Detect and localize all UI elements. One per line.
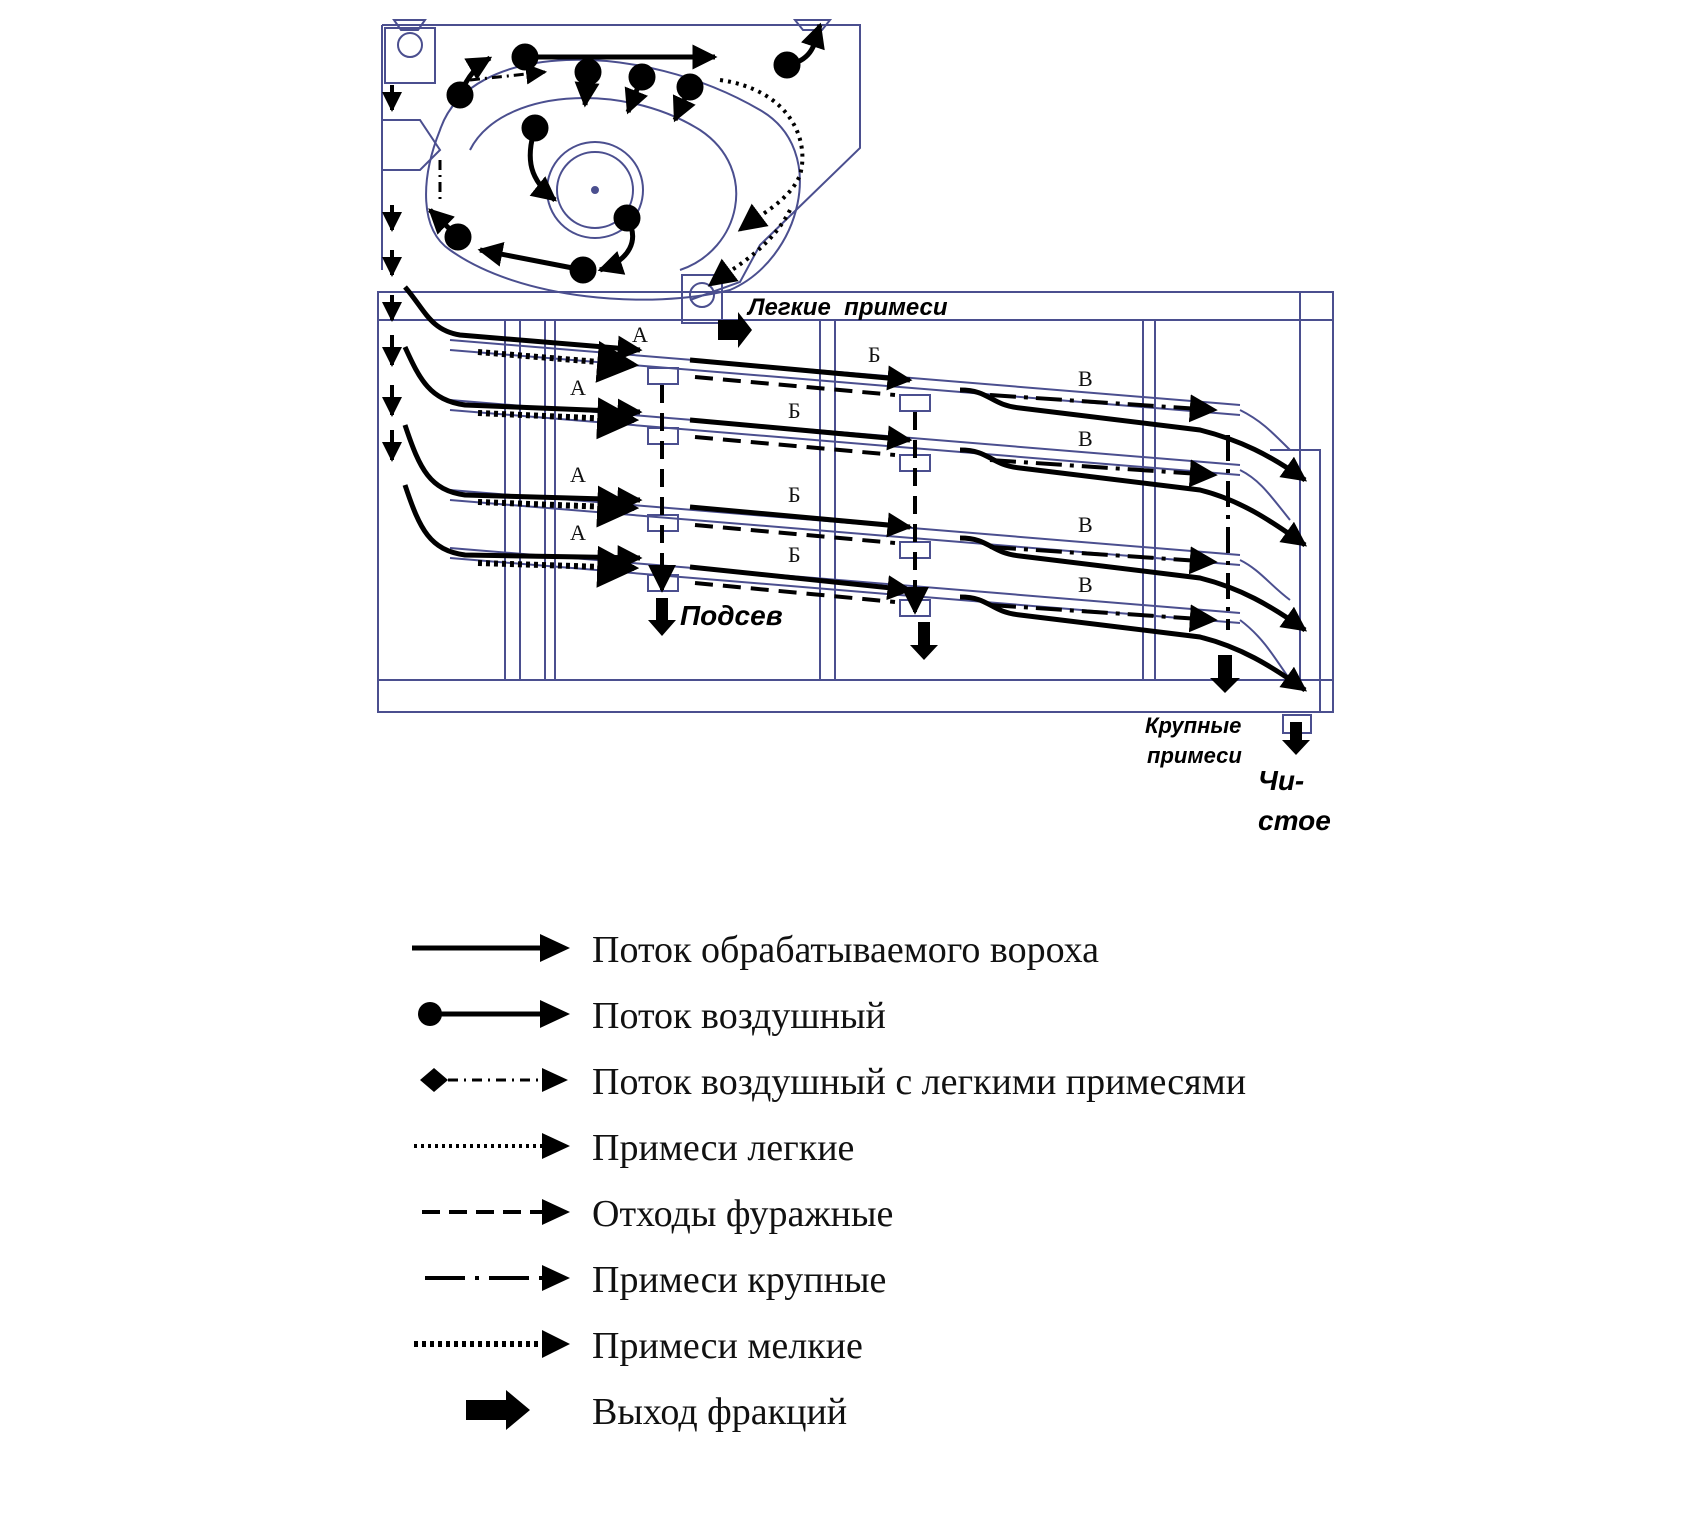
feed-waste-outlet-arrow — [910, 622, 938, 660]
section-a: А — [570, 462, 586, 487]
output-arrows — [648, 312, 1310, 755]
section-a: А — [632, 322, 648, 347]
air-flow-arrows — [428, 22, 825, 284]
legend-label: Отходы фуражные — [592, 1193, 893, 1235]
legend-label: Поток обрабатываемого вороха — [592, 929, 1099, 971]
legend-item-light: Примеси легкие — [414, 1127, 854, 1169]
legend-item-small: Примеси мелкие — [414, 1325, 863, 1367]
legend: Поток обрабатываемого вороха Поток возду… — [412, 929, 1246, 1433]
legend-label: Примеси мелкие — [592, 1325, 863, 1367]
clean-label-line2: стое — [1258, 805, 1331, 836]
section-b: Б — [788, 542, 801, 567]
flow-lines — [382, 22, 1308, 693]
legend-label: Примеси крупные — [592, 1259, 886, 1301]
section-v: В — [1078, 426, 1093, 451]
section-v: В — [1078, 572, 1093, 597]
output-labels: Легкие примеси Подсев Крупные примеси Чи… — [680, 294, 1331, 836]
large-impurities-label-line1: Крупные — [1145, 713, 1241, 738]
section-a: А — [570, 520, 586, 545]
legend-item-air-light: Поток воздушный с легкими примесями — [420, 1061, 1246, 1103]
legend-item-output: Выход фракций — [466, 1390, 847, 1433]
legend-item-large: Примеси крупные — [425, 1259, 886, 1301]
feed-waste-flows — [648, 375, 929, 615]
large-impurities-outlet-arrow — [1210, 655, 1240, 693]
undersow-outlet-arrow — [648, 598, 676, 636]
light-impurities-label: Легкие примеси — [746, 294, 948, 321]
section-v: В — [1078, 366, 1093, 391]
legend-label: Выход фракций — [592, 1391, 847, 1433]
clean-outlet-arrow — [1282, 722, 1310, 755]
legend-item-air: Поток воздушный — [418, 995, 886, 1037]
section-b: Б — [788, 398, 801, 423]
legend-label: Примеси легкие — [592, 1127, 854, 1169]
section-b: Б — [868, 342, 881, 367]
legend-item-feed: Отходы фуражные — [422, 1193, 893, 1235]
section-b: Б — [788, 482, 801, 507]
product-flows — [402, 285, 1308, 693]
clean-label-line1: Чи- — [1258, 765, 1304, 796]
legend-label: Поток воздушный с легкими примесями — [592, 1061, 1246, 1103]
large-impurities-flows — [989, 393, 1230, 633]
legend-item-solid: Поток обрабатываемого вороха — [412, 929, 1099, 971]
large-impurities-label-line2: примеси — [1147, 743, 1242, 768]
light-impurities-outlet-arrow — [718, 312, 752, 348]
small-impurities-flows — [477, 340, 640, 588]
legend-label: Поток воздушный — [592, 995, 886, 1037]
section-a: А — [570, 375, 586, 400]
section-v: В — [1078, 512, 1093, 537]
undersow-label: Подсев — [680, 600, 783, 631]
section-letters: А А А А Б Б Б Б В В В В — [570, 322, 1093, 597]
